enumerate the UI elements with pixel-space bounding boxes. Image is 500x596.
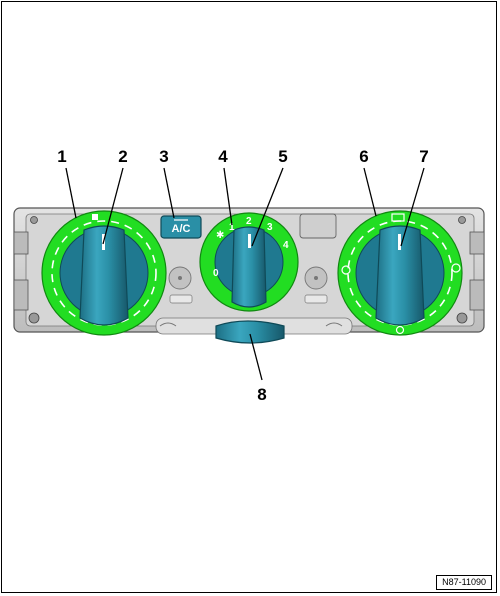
fan-knob[interactable]	[231, 226, 267, 308]
callout-6: 6	[359, 147, 368, 166]
leader-1	[65, 167, 77, 219]
air-distribution-control[interactable]	[337, 210, 463, 336]
mounting-tab-right-top	[469, 231, 485, 255]
fan-control[interactable]: 0 1 2 3 4 ✱	[199, 212, 299, 312]
car-icon-left	[159, 322, 177, 327]
windscreen-icon	[341, 265, 351, 275]
leader-3	[163, 167, 175, 219]
screw-hole-left-top	[30, 216, 38, 224]
figure-reference-code: N87-11090	[436, 575, 492, 590]
callout-2: 2	[118, 147, 127, 166]
fan-icon: ✱	[216, 230, 224, 241]
temperature-knob[interactable]	[79, 225, 129, 326]
callout-labels: 1 2 3 4 5 6 7 8	[57, 147, 428, 404]
callout-8: 8	[257, 385, 266, 404]
screw-hole-left	[28, 312, 40, 324]
temperature-scale	[51, 220, 157, 326]
recirculation-knob[interactable]	[215, 320, 285, 344]
ac-button[interactable]	[160, 215, 202, 239]
callout-7: 7	[419, 147, 428, 166]
leader-6	[363, 167, 377, 217]
leader-8	[249, 333, 263, 381]
fan-scale-4: 4	[283, 240, 289, 251]
mounting-tab-right-bottom	[469, 279, 485, 311]
defrost-icon	[391, 213, 405, 222]
vent-icon	[451, 263, 461, 273]
callout-4: 4	[218, 147, 228, 166]
leader-5	[251, 167, 284, 247]
slot-left	[169, 294, 193, 304]
fan-pointer	[248, 234, 251, 248]
screw-hole-right-top	[458, 216, 466, 224]
fan-scale-2: 2	[246, 216, 252, 227]
fan-scale-1: 1	[229, 222, 235, 233]
callout-5: 5	[278, 147, 287, 166]
recirculation-control[interactable]	[215, 320, 285, 344]
air-distribution-knob[interactable]	[375, 225, 425, 326]
air-distribution-pointer	[398, 234, 401, 250]
leader-7	[400, 167, 425, 247]
leader-2	[102, 167, 124, 245]
temperature-control[interactable]	[41, 210, 167, 336]
screw-hole-right	[456, 312, 468, 324]
callout-leaders	[65, 167, 425, 381]
blank-switch-slot	[299, 213, 337, 239]
thermometer-icon	[92, 214, 98, 220]
ac-button-label: A/C	[172, 223, 191, 235]
callout-3: 3	[159, 147, 168, 166]
ac-button-group[interactable]: A/C	[160, 215, 202, 239]
mounting-tab-left-top	[13, 231, 29, 255]
mounting-tab-left-bottom	[13, 279, 29, 311]
fan-scale-0: 0	[213, 268, 219, 279]
fan-scale-3: 3	[267, 222, 273, 233]
slot-right	[304, 294, 328, 304]
callout-1: 1	[57, 147, 66, 166]
car-icon-right	[325, 322, 343, 327]
footwell-icon	[395, 325, 405, 335]
leader-4	[223, 167, 233, 226]
